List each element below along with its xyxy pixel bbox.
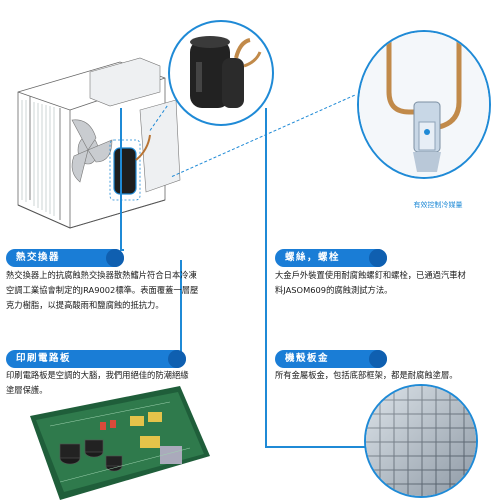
casing-title: 機殼板金 (285, 353, 330, 364)
screws-header: 螺絲，螺栓 (275, 249, 387, 267)
heat-exchanger-title: 熱交換器 (16, 252, 61, 263)
heat-exchanger-line: 克力樹脂，以提高酸雨和鹽腐蝕的抵抗力。 (6, 300, 164, 310)
connector-heat-exchanger (120, 108, 122, 250)
pcb-line: 塗層保護。 (6, 385, 48, 395)
casing-body: 所有金屬板金，包括底部框架，都是耐腐蝕塗層。 (275, 368, 500, 383)
connector-stub (120, 249, 124, 251)
casing-header: 機殼板金 (275, 350, 387, 368)
heat-exchanger-header: 熱交換器 (6, 249, 124, 267)
outdoor-unit-illustration (17, 57, 181, 229)
pcb-body: 印刷電路板是空調的大腦，我們用絕佳的防潮絕緣 塗層保護。 (6, 368, 246, 398)
pcb-line: 印刷電路板是空調的大腦，我們用絕佳的防潮絕緣 (6, 370, 189, 380)
screws-line: 料JASOM609的腐蝕測試方法。 (275, 285, 393, 295)
screws-line: 大金戶外裝置使用耐腐蝕螺釘和螺栓，已通過汽車材 (275, 270, 466, 280)
metal-casing-photo (364, 384, 478, 498)
expansion-valve-icon (359, 32, 489, 177)
screws-title: 螺絲，螺栓 (285, 252, 341, 263)
connector-pcb (180, 260, 182, 358)
pill-cap-icon (369, 249, 387, 267)
valve-zoom-circle (357, 30, 491, 179)
connector-center (265, 108, 267, 448)
pill-cap-icon (168, 350, 186, 368)
heat-exchanger-line: 熱交換器上的抗腐蝕熱交換器散熱鰭片符合日本冷凍 (6, 270, 197, 280)
pcb-header: 印刷電路板 (6, 350, 186, 368)
pcb-photo (30, 386, 210, 500)
heat-exchanger-line: 空調工業協會制定的JRA9002標準。表面覆蓋一層壓 (6, 285, 199, 295)
compressor-zoom-circle (168, 20, 274, 126)
casing-line: 所有金屬板金，包括底部框架，都是耐腐蝕塗層。 (275, 370, 458, 380)
pcb-title: 印刷電路板 (16, 353, 72, 364)
compressor-icon (190, 36, 262, 108)
screws-body: 大金戶外裝置使用耐腐蝕螺釘和螺栓，已通過汽車材 料JASOM609的腐蝕測試方法… (275, 268, 500, 298)
connector-casing (265, 446, 365, 448)
metal-grille-icon (366, 386, 476, 496)
heat-exchanger-body: 熱交換器上的抗腐蝕熱交換器散熱鰭片符合日本冷凍 空調工業協會制定的JRA9002… (6, 268, 256, 313)
pill-cap-icon (369, 350, 387, 368)
pill-cap-icon (106, 249, 124, 267)
valve-caption: 有效控制冷媒量 (413, 201, 463, 209)
